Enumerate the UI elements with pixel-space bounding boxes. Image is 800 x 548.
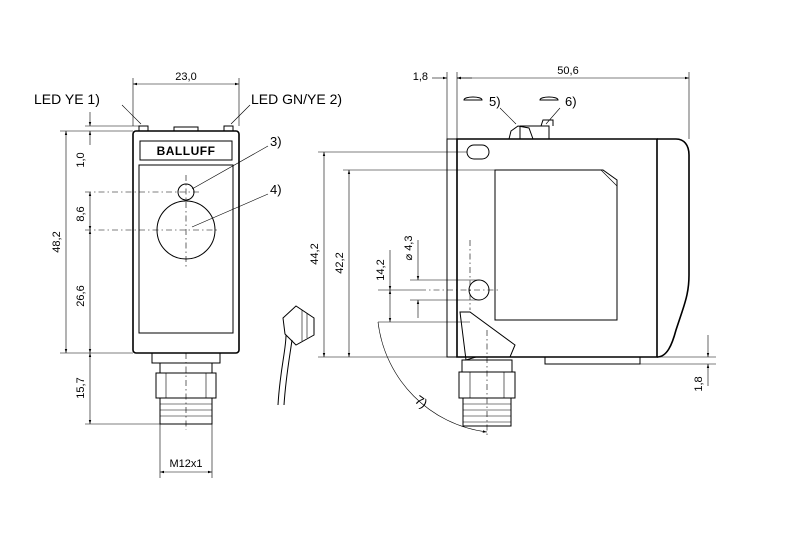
brand-plate	[139, 140, 233, 161]
dim-top-offset: 1,0	[75, 152, 87, 167]
callout-6: 6)	[565, 94, 577, 109]
angled-connector-sketch	[277, 305, 315, 406]
side-bottom-feature	[544, 356, 641, 365]
dim-side-offset: 1,8	[413, 71, 428, 83]
front-tab-right	[223, 125, 234, 131]
dim-led-spacing: 8,6	[75, 206, 87, 221]
dim-hole-distance: 14,2	[375, 259, 387, 280]
lens-window	[138, 164, 234, 334]
side-rear-cap	[656, 138, 690, 358]
callout-5: 5)	[489, 94, 501, 109]
brand-logo: BALLUFF	[157, 144, 216, 158]
dim-lower-spacing: 26,6	[75, 285, 87, 306]
dim-thread: M12x1	[169, 458, 202, 470]
connector-nut	[155, 372, 217, 399]
dim-height-side-2: 42,2	[334, 252, 346, 273]
dim-depth: 50,6	[557, 65, 578, 77]
rotation-arc	[377, 321, 488, 433]
dim-height-side-1: 44,2	[309, 243, 321, 264]
side-top-slot	[466, 144, 490, 160]
dim-hole-diameter: ⌀ 4,3	[403, 236, 415, 261]
side-view: 5) 6) 1,8 50,6 44,2 42,2 14,2	[309, 65, 716, 436]
dim-connector-length: 15,7	[75, 377, 87, 398]
dim-bottom-offset: 1,8	[693, 376, 705, 391]
label-led-gnye: LED GN/YE 2)	[251, 91, 342, 107]
dim-total-height: 48,2	[51, 231, 63, 252]
side-front-plate	[446, 138, 458, 358]
callout-4: 4)	[270, 182, 282, 197]
label-led-ye: LED YE 1)	[34, 91, 100, 107]
top-detail-5	[508, 125, 534, 140]
front-housing	[132, 130, 240, 354]
dim-width-front: 23,0	[175, 71, 196, 83]
side-window	[494, 169, 618, 321]
angled-connector	[459, 311, 516, 361]
mark-5-symbol	[463, 96, 483, 101]
callout-3: 3)	[270, 134, 282, 149]
front-view: BALLUFF 23,0 LED YE 1) LED GN/YE 2)	[34, 71, 342, 478]
mark-6-symbol	[539, 96, 559, 101]
top-detail-6	[519, 125, 550, 139]
front-top-nub	[173, 126, 199, 131]
front-tab-left	[138, 125, 149, 131]
